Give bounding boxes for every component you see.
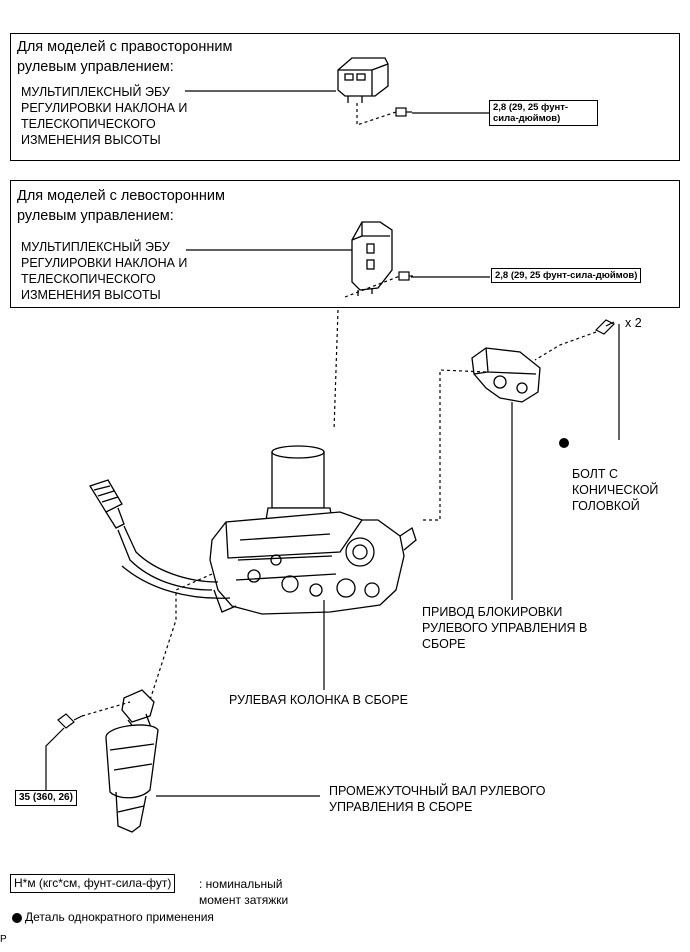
rhd-ecu-label: МУЛЬТИПЛЕКСНЫЙ ЭБУ РЕГУЛИРОВКИ НАКЛОНА И… xyxy=(21,85,188,147)
bolt-quantity: x 2 xyxy=(625,316,642,330)
tapered-bolt-label: БОЛТ С КОНИЧЕСКОЙ ГОЛОВКОЙ xyxy=(559,434,658,530)
lhd-panel-title: Для моделей с левосторонним рулевым упра… xyxy=(17,188,225,224)
lock-actuator-label: ПРИВОД БЛОКИРОВКИ РУЛЕВОГО УПРАВЛЕНИЯ В … xyxy=(422,605,588,651)
rhd-panel: Для моделей с правосторонним рулевым упр… xyxy=(10,33,680,161)
steering-column-icon xyxy=(117,445,417,615)
legend-torque-box: Н*м (кгс*см, фунт-сила-фут) xyxy=(10,874,176,893)
rhd-ecu-icon xyxy=(337,57,389,103)
non-reusable-dot-icon xyxy=(559,438,569,448)
lock-actuator-icon xyxy=(471,347,541,403)
intermediate-shaft-icon xyxy=(105,689,159,833)
legend-torque-desc: : номинальный момент затяжки xyxy=(199,877,289,907)
lhd-panel: Для моделей с левосторонним рулевым упра… xyxy=(10,180,680,308)
rhd-panel-title: Для моделей с правосторонним рулевым упр… xyxy=(17,39,233,75)
footer-letter: P xyxy=(0,934,7,945)
rhd-bolt-icon xyxy=(395,107,412,117)
column-label: РУЛЕВАЯ КОЛОНКА В СБОРЕ xyxy=(229,693,408,707)
lhd-ecu-icon xyxy=(351,221,393,296)
shaft-torque-spec: 35 (360, 26) xyxy=(15,790,77,806)
shaft-bolt-leader xyxy=(45,727,65,790)
tapered-bolt-icon xyxy=(594,319,616,335)
intermediate-shaft-label: ПРОМЕЖУТОЧНЫЙ ВАЛ РУЛЕВОГО УПРАВЛЕНИЯ В … xyxy=(329,784,546,814)
lhd-bolt-icon xyxy=(398,271,413,281)
lhd-torque-spec: 2,8 (29, 25 фунт-сила-дюймов) xyxy=(491,268,642,283)
non-reusable-dot-icon xyxy=(12,912,22,923)
shaft-bolt-icon xyxy=(57,713,83,729)
wire-connector-icon xyxy=(89,479,125,529)
lhd-ecu-label: МУЛЬТИПЛЕКСНЫЙ ЭБУ РЕГУЛИРОВКИ НАКЛОНА И… xyxy=(21,240,188,302)
legend-non-reusable: Деталь однократного применения xyxy=(12,909,214,925)
rhd-torque-spec: 2,8 (29, 25 фунт- сила-дюймов) xyxy=(489,100,598,126)
